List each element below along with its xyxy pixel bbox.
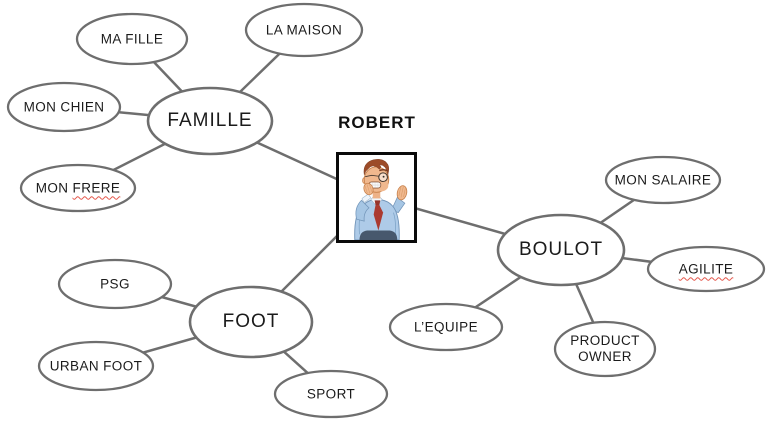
cartoon-businessman-thinking-icon (354, 159, 408, 240)
node-label-agilite-flagged-word: AGILITE (678, 261, 734, 277)
node-label-boulot[interactable]: BOULOT (518, 239, 604, 260)
node-label-mon-frere[interactable]: MON FRERE (36, 181, 121, 196)
node-ellipse-urban-foot[interactable] (37, 340, 155, 392)
node-label-agilite[interactable]: AGILITE (679, 262, 734, 277)
node-label-psg[interactable]: PSG (100, 276, 130, 292)
node-ellipse-agilite[interactable] (646, 245, 766, 293)
node-ellipse-foot[interactable] (188, 285, 314, 359)
node-label-urban-foot[interactable]: URBAN FOOT (49, 358, 143, 374)
node-label-sport[interactable]: SPORT (306, 386, 356, 402)
node-ellipse-mon-salaire[interactable] (604, 155, 722, 205)
node-label-l-equipe[interactable]: L’EQUIPE (414, 319, 478, 335)
node-ellipse-mon-chien[interactable] (6, 81, 122, 133)
node-ellipse-mon-frere[interactable] (19, 163, 137, 213)
node-label-product-owner[interactable]: PRODUCT OWNER (570, 332, 640, 364)
node-ellipse-psg[interactable] (57, 258, 173, 310)
node-label-mon-frere-prefix: MON (35, 180, 73, 196)
node-ellipse-sport[interactable] (273, 369, 389, 419)
root-node-image-box[interactable] (336, 152, 417, 243)
node-ellipse-la-maison[interactable] (244, 2, 364, 58)
node-ellipses-group (6, 2, 766, 419)
node-ellipse-boulot[interactable] (496, 213, 626, 287)
node-label-famille[interactable]: FAMILLE (167, 110, 253, 131)
node-label-foot[interactable]: FOOT (222, 311, 280, 332)
root-node-title[interactable]: ROBERT (338, 113, 416, 132)
node-label-mon-chien[interactable]: MON CHIEN (23, 99, 105, 115)
node-label-mon-salaire[interactable]: MON SALAIRE (614, 172, 712, 188)
node-label-la-maison[interactable]: LA MAISON (265, 22, 343, 38)
node-ellipse-product-owner[interactable] (553, 320, 657, 378)
node-label-ma-fille[interactable]: MA FILLE (100, 31, 164, 47)
node-label-mon-frere-flagged-word: FRERE (72, 180, 121, 196)
node-ellipse-famille[interactable] (146, 86, 274, 156)
node-ellipse-l-equipe[interactable] (388, 302, 504, 352)
node-ellipse-ma-fille[interactable] (75, 12, 189, 66)
